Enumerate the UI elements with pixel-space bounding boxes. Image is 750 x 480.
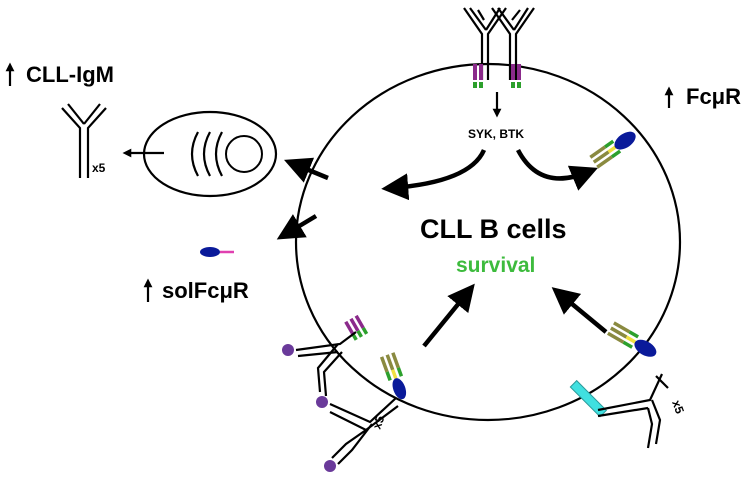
arrow-to-solfcmur (276, 214, 318, 240)
fcmur-receptor-bottom-right (607, 321, 657, 357)
fcmur-receptor-bottom-left (379, 352, 407, 400)
solfcmur-icon (200, 247, 234, 257)
bottom-multiplier: x5 (370, 413, 388, 431)
cll-igm-label: CLL-IgM (26, 62, 114, 87)
igm-antigen-complex-bottom-left (282, 331, 399, 472)
fcmur-receptor-top (589, 131, 636, 169)
kinases-label: SYK, BTK (468, 127, 524, 141)
cell-title: CLL B cells (420, 214, 567, 244)
solfcmur-label: solFcμR (162, 278, 249, 303)
arrow-bottom-right-to-survival (551, 287, 608, 334)
plasma-cell-nucleus (225, 135, 263, 173)
igm-multiplier: x5 (92, 161, 106, 175)
survival-label: survival (456, 254, 535, 277)
signal-arrow-right (516, 148, 598, 191)
fcmur-label: FcμR (686, 84, 741, 109)
plasma-cell-er (190, 131, 223, 177)
signal-arrow-left (381, 148, 487, 201)
right-multiplier: x5 (669, 398, 687, 416)
cyan-block (569, 379, 608, 418)
secreted-igm-icon (61, 103, 107, 178)
igm-complex-bottom-right (597, 373, 669, 449)
bcr-antibodies-top (463, 7, 535, 88)
arrow-bottom-left-to-survival (422, 283, 475, 348)
arrow-to-plasma-cell (284, 157, 329, 183)
